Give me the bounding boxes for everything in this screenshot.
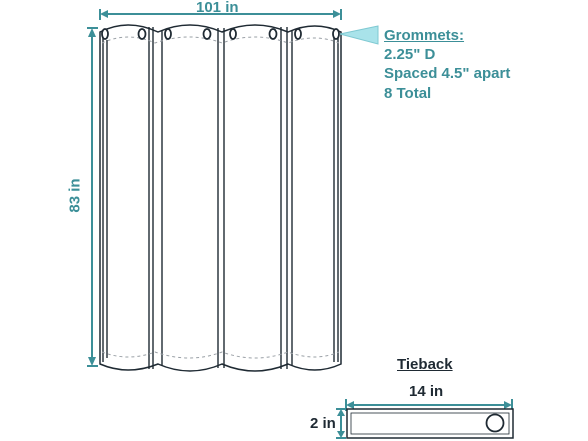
grommet xyxy=(202,28,212,40)
grommet xyxy=(229,28,237,40)
hem-seam xyxy=(101,351,340,359)
curtain-panel xyxy=(99,24,342,372)
curtain-folds xyxy=(102,27,339,369)
grommet xyxy=(101,28,109,40)
grommet xyxy=(137,28,147,40)
grommets-spacing: Spaced 4.5" apart xyxy=(384,65,511,82)
header-seam xyxy=(101,36,340,44)
tieback-height-label: 2 in xyxy=(310,415,336,432)
grommet xyxy=(332,28,340,40)
width-dimension-line xyxy=(99,9,342,20)
width-label: 101 in xyxy=(196,0,239,16)
tieback-strap xyxy=(346,408,514,439)
tieback-width-label: 14 in xyxy=(409,383,444,400)
height-label: 83 in xyxy=(66,178,84,213)
tieback-title: Tieback xyxy=(397,356,453,373)
grommets-diameter: 2.25" D xyxy=(384,46,436,63)
grommets xyxy=(101,28,340,40)
tieback-height-dimension xyxy=(336,408,346,439)
grommet xyxy=(268,28,278,40)
grommet xyxy=(164,28,172,40)
grommet xyxy=(294,28,302,40)
tieback-stitching xyxy=(350,412,510,435)
grommets-title: Grommets: xyxy=(384,27,465,44)
tieback-grommet xyxy=(485,413,505,433)
grommet-pointer xyxy=(339,25,379,45)
height-dimension-line xyxy=(87,27,98,367)
grommets-total: 8 Total xyxy=(384,85,432,102)
